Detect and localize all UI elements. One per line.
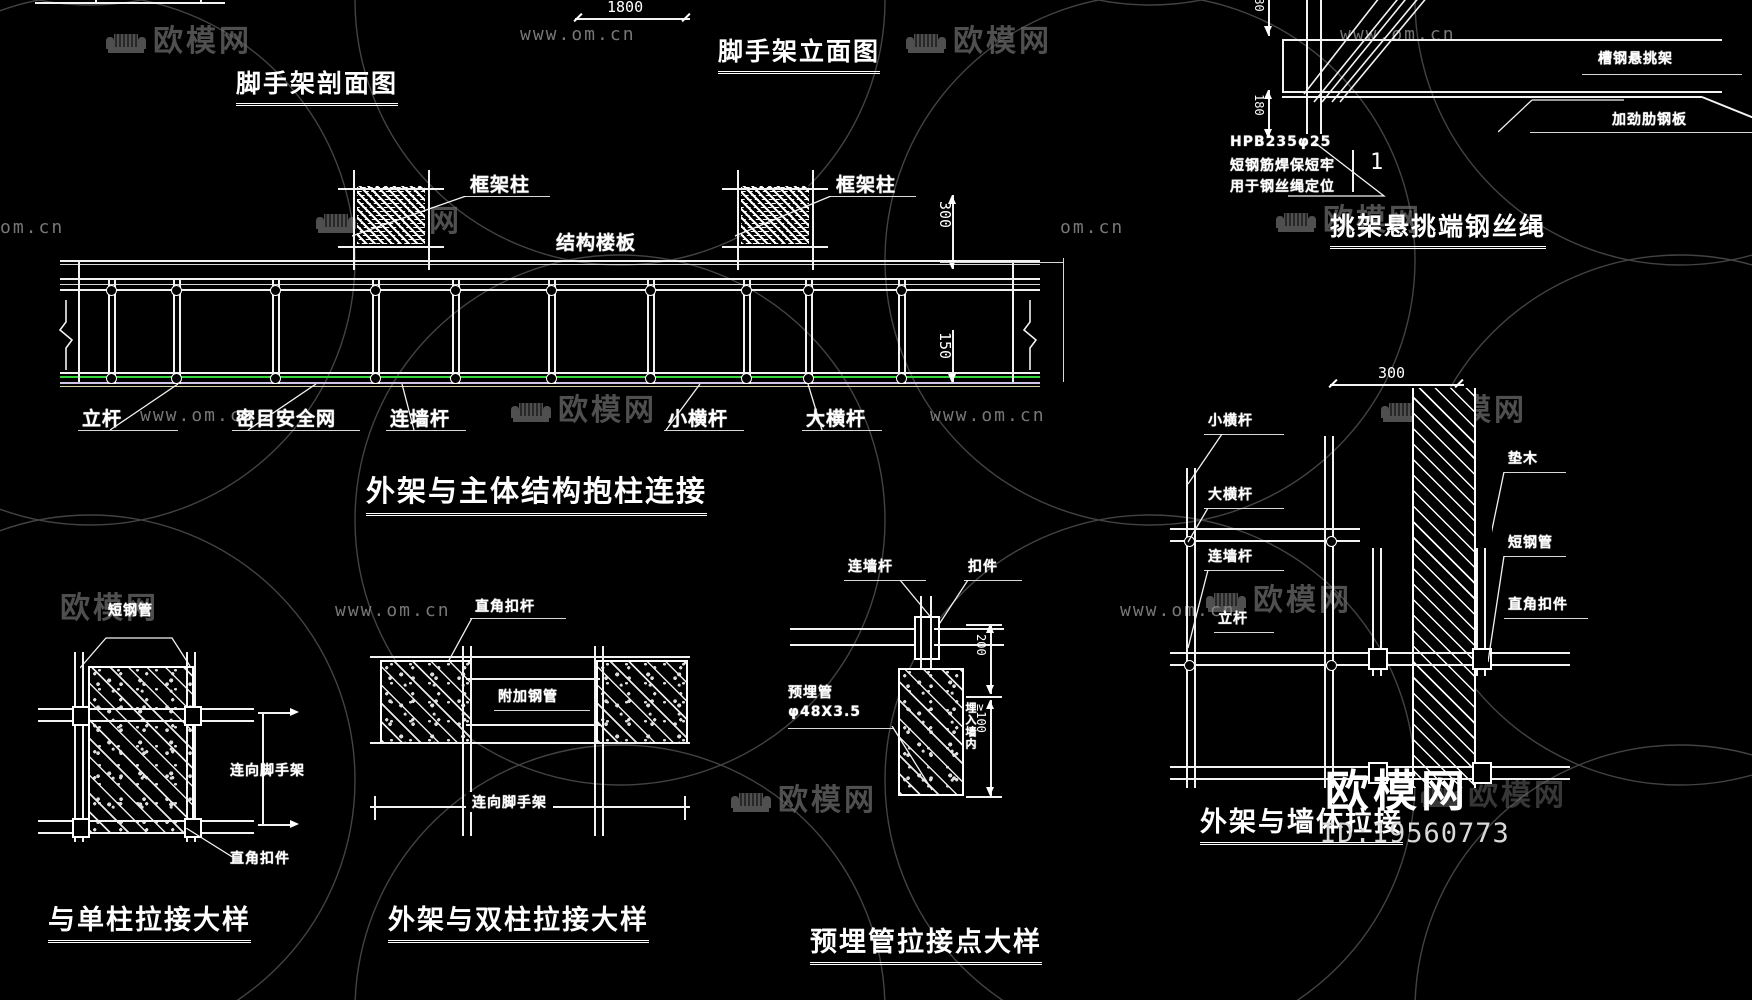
leader-large-ledger — [807, 384, 823, 431]
label-upright-pole-4: 立杆 — [1218, 611, 1248, 627]
label-wall-tie: 连墙杆 — [390, 408, 451, 430]
title-elevation-view-text: 脚手架立面图 — [718, 32, 881, 74]
title-main-caption: 外架与主体结构抱柱连接 — [366, 468, 708, 516]
label-note-line-2: 用于钢丝绳定位 — [1230, 179, 1335, 195]
title-wire-rope-detail: 挑架悬挑端钢丝绳 — [1330, 207, 1547, 249]
label-right-angle-coupler-4: 直角扣件 — [1508, 597, 1568, 613]
watermark-url: om.cn — [0, 217, 65, 238]
label-pipe-spec: φ48X3.5 — [788, 704, 862, 720]
dimension-300-walltie: 300 — [1328, 364, 1470, 390]
label-rebar-spec: HPB235φ25 — [1230, 134, 1332, 150]
leader-small-ledger-4 — [1188, 434, 1223, 485]
label-to-scaffold-2: 连向脚手架 — [466, 792, 553, 812]
label-added-steel-pipe: 附加钢管 — [498, 689, 558, 705]
watermark-id: ID:19560773 — [1320, 818, 1510, 849]
title-detail-double-column: 外架与双柱拉接大样 — [388, 898, 649, 943]
label-to-scaffold: 连向脚手架 — [230, 763, 305, 779]
dimension-1800: 1800 — [573, 0, 695, 24]
leader-short-steel-pipe-4 — [1488, 556, 1505, 663]
watermark-logo: 欧模网 — [905, 16, 1052, 60]
top-left-fragment — [35, 0, 225, 6]
detail-wall-tie-group: 300 小横杆 大横杆 — [1140, 364, 1588, 800]
leader-embedded-pipe — [891, 726, 933, 791]
label-short-steel-pipe-4: 短钢管 — [1508, 535, 1553, 551]
label-upright-pole: 立杆 — [82, 408, 123, 430]
label-right-angle-clamp: 直角扣杆 — [475, 599, 535, 615]
leader-right-angle-coupler — [185, 828, 235, 859]
title-detail-embedded-pipe: 预埋管拉接点大样 — [810, 920, 1042, 965]
label-steel-bracket: 槽钢悬挑架 — [1598, 51, 1673, 67]
label-short-steel-pipe: 短钢管 — [108, 603, 153, 619]
dimension-1800-value: 1800 — [607, 0, 644, 16]
leader-wall-tie-4 — [1187, 570, 1209, 649]
title-detail-wall-tie: 外架与墙体拉接 — [1200, 800, 1403, 845]
detail-double-column-group: 直角扣杆 附加钢管 连向脚手架 — [370, 560, 710, 836]
leader-stiffener — [1498, 99, 1624, 133]
leader-large-ledger-4 — [1187, 508, 1209, 543]
label-structural-slab: 结构楼板 — [556, 232, 637, 254]
leader-right-angle-clamp — [447, 618, 473, 663]
label-embedded-pipe: 预埋管 — [788, 685, 833, 701]
watermark-url: www.om.cn — [520, 24, 636, 45]
leader-safety-net — [247, 384, 317, 431]
label-frame-column-left: 框架柱 — [470, 174, 531, 196]
leader-short-steel-pipe — [80, 637, 191, 669]
sofa-icon — [106, 32, 146, 53]
detail-embedded-pipe-group: 连墙杆 扣件 预埋管 φ48X3.5 — [788, 540, 1090, 830]
sofa-icon — [906, 32, 946, 53]
leader-rebar — [1288, 141, 1386, 197]
leader-small-ledger — [665, 384, 701, 431]
sofa-icon — [731, 791, 771, 812]
dimension-150: 150 — [936, 330, 966, 386]
title-elevation-view: 脚手架立面图 — [718, 32, 881, 74]
wire-rope-lines — [1303, 0, 1426, 103]
callout-number-1: 1 — [1370, 150, 1384, 175]
label-wall-tie-3: 连墙杆 — [848, 559, 893, 575]
label-safety-net: 密目安全网 — [236, 408, 337, 430]
detail-single-column-group: 短钢管 连向脚手架 直角扣件 — [38, 560, 340, 867]
leader-timber-pad — [1492, 472, 1505, 533]
leader-upright-pole — [110, 384, 179, 431]
label-frame-column-right: 框架柱 — [836, 174, 897, 196]
label-note-line-1: 短钢筋焊保短牢 — [1230, 158, 1335, 174]
label-right-angle-coupler: 直角扣件 — [230, 851, 290, 867]
break-line-left — [58, 300, 74, 370]
watermark-logo-text: 欧模网 — [153, 24, 252, 59]
title-section-view: 脚手架剖面图 — [236, 64, 399, 106]
label-fastener: 扣件 — [968, 559, 998, 575]
dimension-300: 300 — [936, 195, 966, 275]
watermark-logo: 欧模网 — [105, 16, 252, 60]
main-scaffold-view — [58, 160, 1060, 410]
wire-rope-detail-group: 180 180 槽钢悬挑架 加劲肋钢板 HPB235φ25 短钢筋焊保短牢 用于… — [1230, 0, 1752, 252]
label-embed-depth: 埋入墙内 — [964, 702, 977, 750]
title-detail-single-column: 与单柱拉接大样 — [48, 898, 251, 943]
label-stiffener-plate: 加劲肋钢板 — [1612, 112, 1687, 128]
embed-depth-group: 埋入墙内 ≥100 — [964, 700, 1012, 800]
label-wall-tie-4: 连墙杆 — [1208, 549, 1253, 565]
leader-frame-column-right — [735, 196, 832, 237]
leader-frame-column-left — [352, 196, 467, 237]
dimension-200: 200 — [974, 624, 1006, 700]
break-line-right — [1022, 300, 1038, 370]
title-section-view-text: 脚手架剖面图 — [236, 64, 399, 106]
label-timber-pad: 垫木 — [1508, 451, 1538, 467]
leader-wall-tie — [401, 384, 415, 431]
big-watermark-logo: 欧模网 — [1325, 766, 1469, 817]
label-small-ledger: 小横杆 — [668, 408, 729, 430]
label-large-ledger-4: 大横杆 — [1208, 487, 1253, 503]
label-embed-depth-value: ≥100 — [974, 704, 988, 733]
watermark-url: om.cn — [1060, 217, 1125, 238]
label-small-ledger-4: 小横杆 — [1208, 413, 1253, 429]
